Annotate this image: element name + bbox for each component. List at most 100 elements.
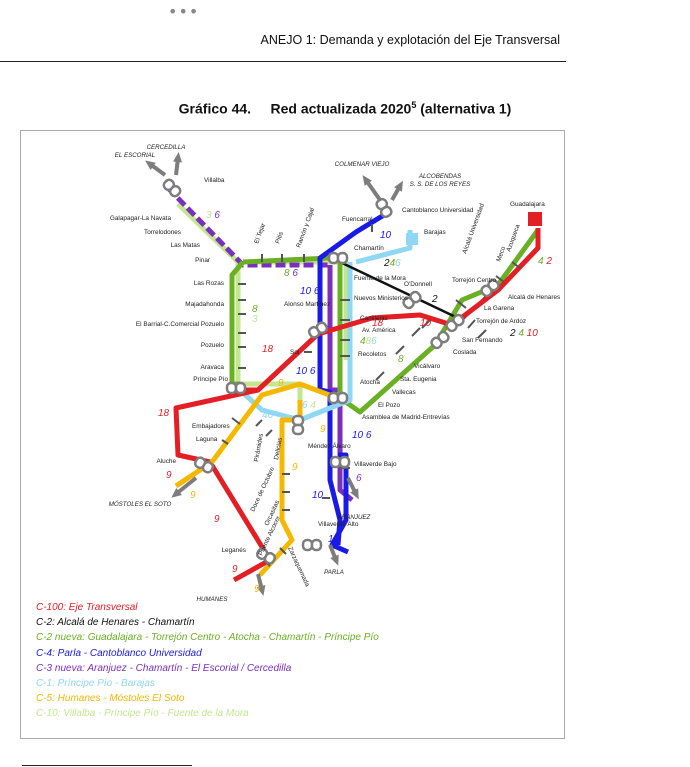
station-label-principepio: Príncipe Pío bbox=[193, 376, 228, 383]
station-label-delicias: Delicias bbox=[273, 437, 284, 460]
atocha-node-b bbox=[336, 391, 349, 405]
station-tick bbox=[477, 329, 487, 339]
station-tick bbox=[421, 319, 431, 329]
line-number-part: 8 bbox=[284, 268, 290, 279]
line-number-part: 10 6 bbox=[300, 286, 320, 297]
line-number-part: 2 bbox=[509, 328, 516, 339]
aranjuez-arrow-icon-head bbox=[350, 488, 359, 500]
station-label-atocha: Atocha bbox=[360, 379, 380, 386]
station-label-villaverdebajo: Villaverde Bajo bbox=[354, 461, 397, 468]
station-label-embajadores: Embajadores bbox=[192, 423, 230, 430]
line-number-n9f: 9 bbox=[292, 462, 298, 473]
villalba-node-b bbox=[168, 184, 182, 198]
line-number-part: 8 bbox=[252, 304, 258, 315]
station-label-leganes: Leganés bbox=[221, 547, 246, 554]
destination-label-alcobendas2: S. S. DE LOS REYES bbox=[410, 181, 471, 188]
destination-label-humanes: HUMANES bbox=[197, 596, 229, 603]
line-number-n8b: 8 bbox=[398, 354, 404, 365]
legend-item: C-5: Humanes - Móstoles El Soto bbox=[36, 693, 185, 705]
escorial-arrow-icon-head bbox=[173, 152, 182, 163]
cercedilla-arrow-icon-head bbox=[145, 160, 156, 170]
chamartin-node-b bbox=[336, 251, 349, 265]
line-number-part: 9 bbox=[214, 514, 220, 525]
more-options-icon[interactable]: ••• bbox=[168, 2, 200, 21]
villaverdealto-node bbox=[301, 538, 323, 552]
alcobendas-arrow-icon-head bbox=[394, 180, 403, 192]
station-tick bbox=[265, 429, 273, 437]
guadalajara-terminal bbox=[528, 212, 542, 226]
principepio-node-b bbox=[234, 381, 247, 395]
line-number-part: 4 bbox=[308, 400, 317, 411]
line-number-n18a: 18 bbox=[262, 344, 274, 355]
station-label-fuencarral: Fuencarral bbox=[342, 216, 373, 223]
line-number-n106a: 10 6 bbox=[300, 286, 320, 297]
station-label-pitis: Pitis bbox=[274, 231, 285, 245]
odonnell-node-b bbox=[409, 290, 422, 304]
barajas-terminal bbox=[406, 233, 418, 245]
station-label-recoletos: Recoletos bbox=[358, 351, 386, 358]
station-label-torrejonardoz: Torrejón de Ardoz bbox=[476, 318, 526, 325]
destination-label-cercedilla: CERCEDILLA bbox=[147, 144, 186, 151]
colmenar-arrow-icon-head bbox=[362, 175, 372, 186]
line-number-n86a: 8 6 bbox=[284, 268, 298, 279]
line-number-part: 10 6 bbox=[296, 366, 316, 377]
line-number-n106b: 10 6 bbox=[296, 366, 316, 377]
interchange-nodes bbox=[162, 178, 542, 565]
line-number-n106c: 10 6 bbox=[352, 430, 372, 441]
line-number-n8a: 8 bbox=[252, 304, 258, 315]
station-label-elbarrial: El Barrial-C.Comercial Pozuelo bbox=[136, 321, 225, 328]
station-label-aluche: Aluche bbox=[156, 458, 176, 465]
station-label-guadalajara: Guadalajara bbox=[510, 201, 545, 208]
line-number-part: 6 bbox=[395, 258, 401, 269]
line-number-n9g: 9 bbox=[232, 564, 238, 575]
alcala-node bbox=[480, 278, 500, 298]
sanfernando-node-b bbox=[452, 313, 465, 327]
station-ticks bbox=[221, 224, 521, 567]
line-number-n2410: 2 4 10 bbox=[509, 328, 538, 339]
line-number-n36a: 3 6 bbox=[206, 210, 220, 221]
line-number-part: 3 bbox=[206, 210, 212, 221]
line-number-part: 10 bbox=[380, 230, 392, 241]
c5-line bbox=[174, 381, 333, 489]
station-label-torrejoncentro: Torrejón Centro bbox=[452, 277, 496, 284]
station-label-galapagar: Galapagar-La Navata bbox=[110, 215, 172, 222]
station-label-vicalvaro: Vicálvaro bbox=[414, 363, 441, 370]
chamartin-node-a bbox=[327, 251, 340, 265]
station-tick bbox=[495, 275, 505, 283]
line-number-n9e: 9 bbox=[214, 514, 220, 525]
station-label-nuevosmin: Nuevos Ministerios bbox=[354, 295, 408, 302]
line-number-part: 2 bbox=[431, 294, 438, 305]
line-number-part: 9 bbox=[166, 470, 172, 481]
aluche-node bbox=[193, 456, 215, 474]
odonnell-node bbox=[402, 290, 422, 310]
c4-line bbox=[329, 452, 350, 555]
station-label-vallecas: Vallecas bbox=[392, 389, 416, 396]
station-label-asamblea: Asamblea de Madrid-Entrevías bbox=[362, 414, 450, 421]
station-tick bbox=[395, 345, 405, 355]
principepio-node-a bbox=[225, 381, 238, 395]
station-label-majadahonda: Majadahonda bbox=[185, 301, 224, 308]
aluche-node-b bbox=[201, 460, 215, 474]
line-number-n10a: 10 bbox=[380, 230, 392, 241]
station-label-cantoblanco: Cantoblanco Universidad bbox=[402, 207, 474, 214]
line-number-part: 18 bbox=[158, 408, 170, 419]
station-label-laguna: Laguna bbox=[196, 436, 218, 443]
atocha-node-a bbox=[327, 391, 340, 405]
line-number-n10c: 10 bbox=[312, 490, 324, 501]
line-number-n64a: 6 4 bbox=[302, 400, 316, 411]
line-number-part: 9 bbox=[292, 462, 298, 473]
figure-footnote-ref: 5 bbox=[411, 100, 417, 110]
destination-arrows bbox=[145, 152, 403, 596]
sanfernando-node bbox=[445, 313, 465, 333]
line-number-part: 6 bbox=[268, 410, 274, 421]
destination-label-aranjuez: ARANJUEZ bbox=[337, 514, 371, 521]
villaverdebajo-node-b bbox=[338, 455, 351, 469]
station-label-ramon: Ramón y Cajal bbox=[295, 207, 316, 249]
line-number-part: 4 bbox=[516, 328, 525, 339]
line-number-part: 18 bbox=[372, 318, 384, 329]
line-number-part: 9 bbox=[278, 378, 284, 389]
header-rule bbox=[0, 61, 566, 62]
legend-item: C-3 nueva: Aranjuez - Chamartín - El Esc… bbox=[36, 662, 292, 674]
chamartin-node bbox=[327, 251, 349, 265]
delicias-node-b bbox=[291, 423, 305, 436]
